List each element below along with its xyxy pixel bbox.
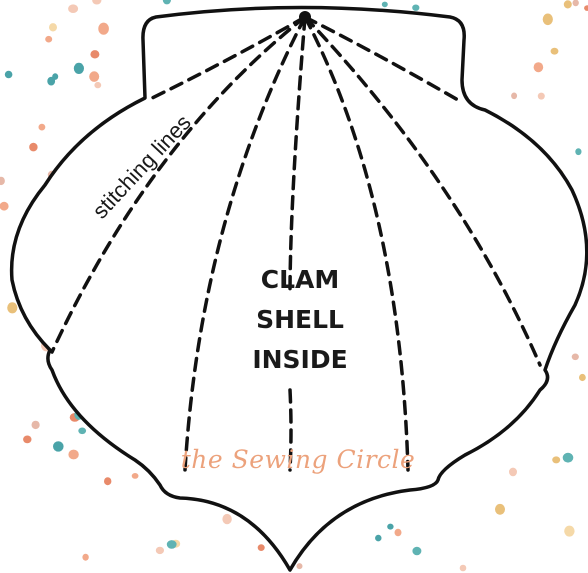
confetti-dot [543, 13, 553, 25]
confetti-dot [222, 514, 231, 524]
confetti-dot [382, 2, 388, 8]
confetti-dot [564, 526, 574, 537]
confetti-dot [297, 563, 303, 569]
confetti-dot [258, 544, 265, 551]
confetti-dot [5, 71, 13, 79]
confetti-dot [387, 524, 393, 530]
confetti-dot [495, 504, 505, 515]
confetti-dot [7, 302, 17, 313]
confetti-dot [68, 450, 78, 460]
confetti-dot [156, 547, 164, 554]
confetti-dot [104, 477, 111, 485]
confetti-dot [74, 63, 84, 74]
confetti-dot [23, 436, 31, 444]
confetti-dot [53, 441, 64, 451]
confetti-dot [0, 202, 9, 211]
confetti-dot [579, 374, 586, 381]
confetti-dot [68, 4, 78, 13]
confetti-dot [412, 547, 421, 556]
confetti-dot [132, 473, 139, 479]
confetti-dot [92, 0, 101, 5]
confetti-dot [534, 62, 544, 72]
confetti-dot [82, 554, 88, 561]
apex-dot-icon [299, 11, 311, 23]
confetti-dot [563, 453, 574, 463]
brand-watermark: the Sewing Circle [181, 445, 416, 474]
confetti-dot [460, 565, 467, 572]
title-line-3: INSIDE [252, 345, 347, 374]
confetti-dot [395, 529, 402, 536]
confetti-dot [552, 456, 560, 463]
confetti-dot [52, 73, 58, 80]
confetti-dot [45, 36, 52, 43]
confetti-dot [31, 421, 39, 429]
confetti-dot [375, 535, 381, 542]
confetti-dot [584, 5, 588, 11]
confetti-dot [575, 148, 581, 155]
confetti-dot [412, 5, 419, 11]
confetti-dot [564, 0, 572, 8]
confetti-dot [78, 428, 86, 435]
confetti-dot [98, 23, 109, 35]
confetti-dot [89, 71, 99, 82]
title-line-1: CLAM [261, 265, 340, 294]
confetti-dot [167, 540, 177, 549]
confetti-dot [551, 48, 559, 55]
confetti-dot [163, 0, 171, 4]
confetti-dot [90, 50, 99, 58]
confetti-dot [572, 354, 579, 361]
confetti-dot [29, 143, 37, 152]
confetti-dot [573, 0, 579, 6]
confetti-dot [94, 82, 101, 88]
confetti-dot [538, 93, 545, 100]
confetti-dot [511, 93, 517, 100]
confetti-dot [49, 23, 57, 31]
confetti-dot [0, 177, 5, 185]
title-line-2: SHELL [256, 305, 344, 334]
confetti-dot [39, 124, 46, 131]
confetti-dot [509, 468, 517, 477]
